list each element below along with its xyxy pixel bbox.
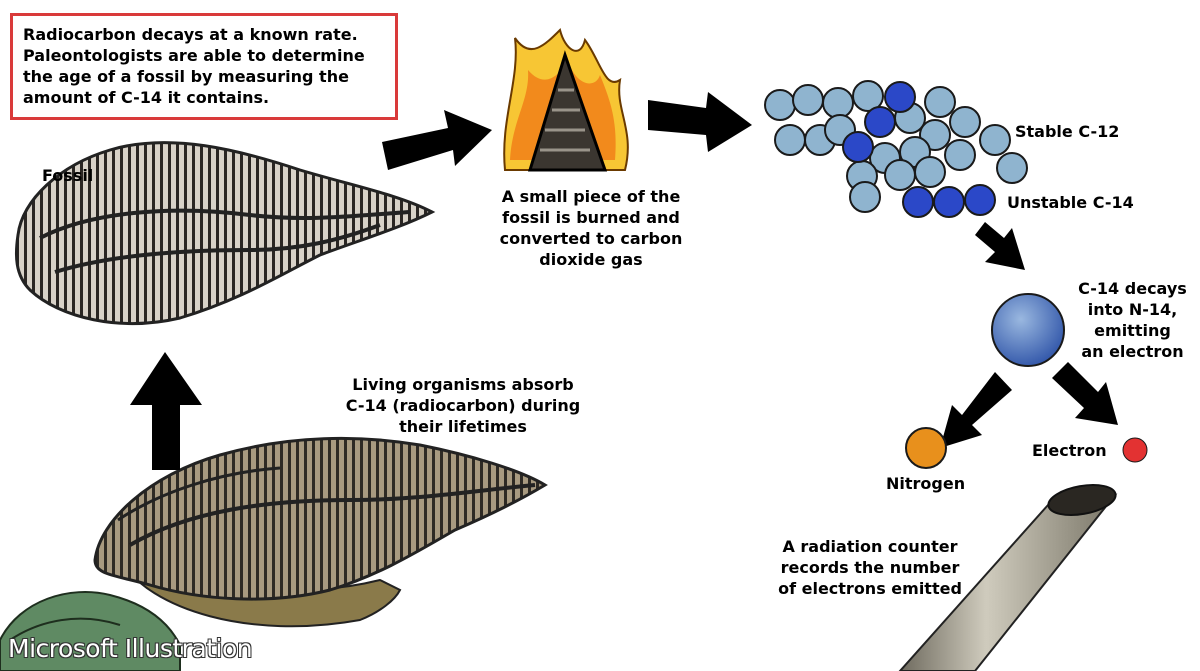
decaying-c14-atom — [992, 294, 1064, 366]
burn-caption: A small piece of the fossil is burned an… — [476, 186, 706, 270]
c14-atom — [934, 187, 964, 217]
decay-caption: C-14 decays into N-14, emitting an elect… — [1065, 278, 1200, 362]
electron-label: Electron — [1032, 440, 1107, 461]
c14-atom — [965, 185, 995, 215]
c12-atom — [945, 140, 975, 170]
intro-line: amount of C-14 it contains. — [13, 87, 395, 108]
intro-line: the age of a fossil by measuring the — [13, 66, 395, 87]
c12-atom — [765, 90, 795, 120]
c14-atom — [843, 132, 873, 162]
counter-caption-line: of electrons emitted — [755, 578, 985, 599]
c12-atom — [775, 125, 805, 155]
c12-atom — [950, 107, 980, 137]
c12-atom — [823, 88, 853, 118]
fossil-label: Fossil — [42, 165, 93, 186]
intro-line: Paleontologists are able to determine — [13, 45, 395, 66]
living-caption-line: their lifetimes — [318, 416, 608, 437]
c12-atom — [925, 87, 955, 117]
electron-particle — [1123, 438, 1147, 462]
c12-atom — [980, 125, 1010, 155]
c14-atom — [903, 187, 933, 217]
decay-caption-line: emitting — [1065, 320, 1200, 341]
decay-caption-line: an electron — [1065, 341, 1200, 362]
c12-atom — [850, 182, 880, 212]
counter-caption: A radiation counter records the number o… — [755, 536, 985, 599]
intro-line: Radiocarbon decays at a known rate. — [13, 24, 395, 45]
c12-atom — [793, 85, 823, 115]
stable-c12-label: Stable C-12 — [1015, 121, 1119, 142]
c12-atom — [997, 153, 1027, 183]
burn-caption-line: converted to carbon — [476, 228, 706, 249]
microsoft-illustration-watermark: Microsoft Illustration — [8, 634, 252, 663]
counter-caption-line: A radiation counter — [755, 536, 985, 557]
living-caption-line: Living organisms absorb — [318, 374, 608, 395]
living-caption-line: C-14 (radiocarbon) during — [318, 395, 608, 416]
living-caption: Living organisms absorb C-14 (radiocarbo… — [318, 374, 608, 437]
decay-caption-line: C-14 decays — [1065, 278, 1200, 299]
c12-atom — [885, 160, 915, 190]
unstable-c14-label: Unstable C-14 — [1007, 192, 1134, 213]
c14-atom — [885, 82, 915, 112]
c12-atom — [915, 157, 945, 187]
burn-caption-line: fossil is burned and — [476, 207, 706, 228]
decay-caption-line: into N-14, — [1065, 299, 1200, 320]
counter-caption-line: records the number — [755, 557, 985, 578]
burn-caption-line: dioxide gas — [476, 249, 706, 270]
nitrogen-label: Nitrogen — [886, 473, 965, 494]
c14-atom — [865, 107, 895, 137]
intro-text-box: Radiocarbon decays at a known rate. Pale… — [10, 13, 398, 120]
nitrogen-atom — [906, 428, 946, 468]
burn-caption-line: A small piece of the — [476, 186, 706, 207]
